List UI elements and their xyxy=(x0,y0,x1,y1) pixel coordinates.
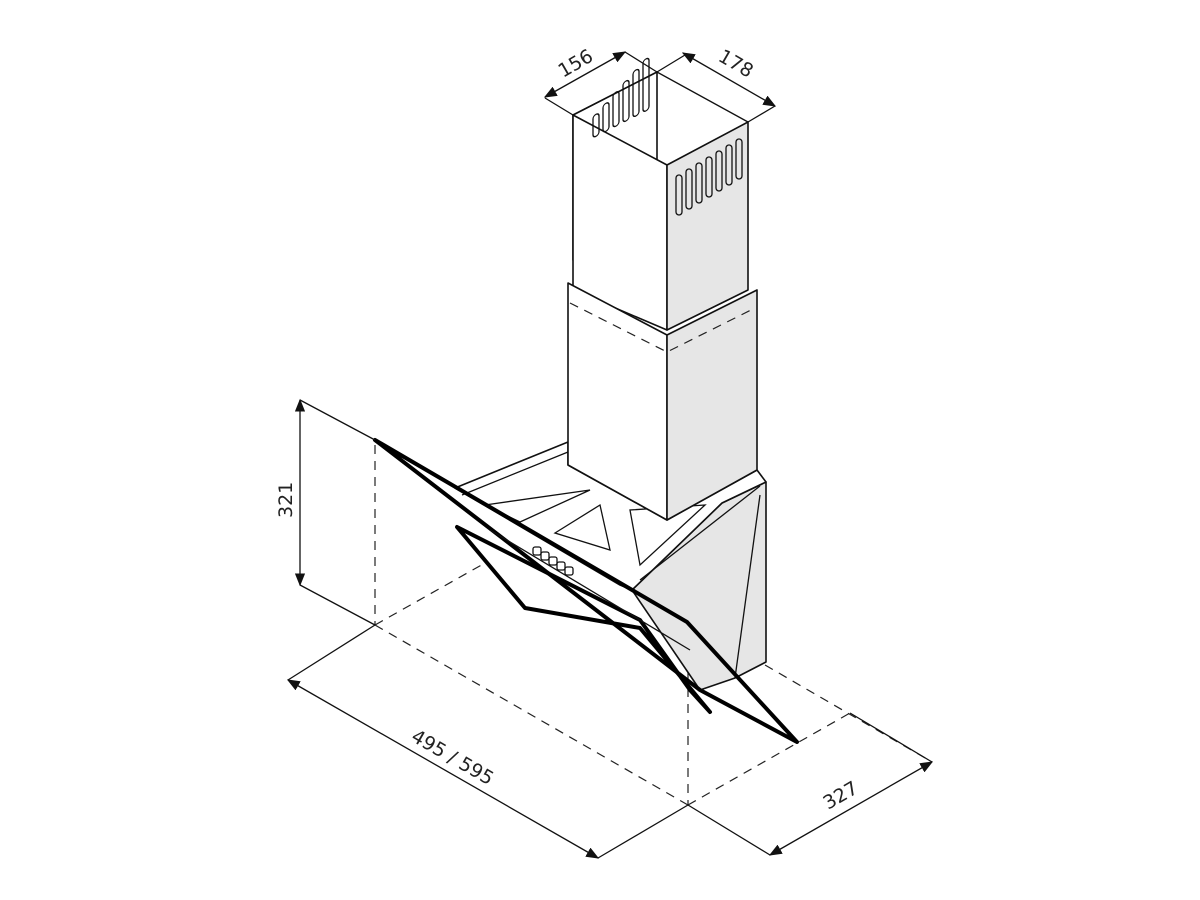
dimension-hood-width: 495 / 595 xyxy=(408,725,498,790)
dimension-glass-height: 321 xyxy=(275,482,297,518)
control-buttons xyxy=(532,546,574,576)
dimension-chimney-depth: 178 xyxy=(715,45,757,82)
dimension-chimney-width: 156 xyxy=(555,45,597,82)
glass-canopy xyxy=(373,438,799,744)
dimension-hood-depth: 327 xyxy=(820,777,862,814)
upper-chimney xyxy=(572,57,749,331)
lower-chimney-sleeve xyxy=(567,282,758,521)
vent-slots xyxy=(592,57,743,216)
dimension-lines xyxy=(286,51,934,859)
